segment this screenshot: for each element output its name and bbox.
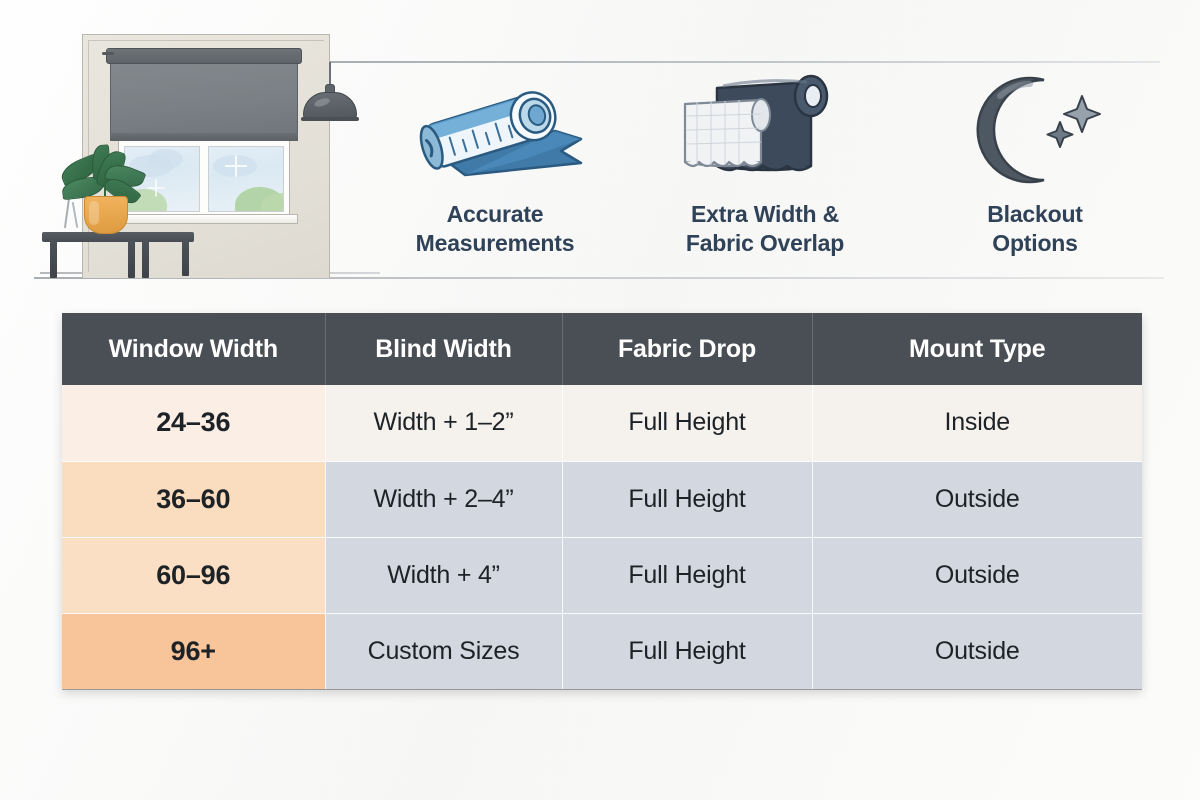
bench-top [42, 232, 194, 242]
feature-label-line2: Measurements [415, 230, 575, 257]
roller-blind-fabric [110, 60, 298, 140]
cell-mount-type: Outside [812, 461, 1142, 538]
foliage-shape [261, 193, 283, 211]
fabric-roll-icon [675, 70, 855, 190]
feature-label-line1: Accurate [446, 201, 544, 227]
cell-mount-type: Outside [812, 537, 1142, 614]
sizing-guide-table: Window Width Blind Width Fabric Drop Mou… [62, 313, 1142, 689]
feature-label: Blackout Options [987, 200, 1083, 259]
feature-label: Accurate Measurements [416, 200, 575, 259]
window-pane-right [208, 146, 284, 212]
cell-fabric-drop: Full Height [562, 537, 813, 614]
table-row: 96+ Custom Sizes Full Height Outside [62, 613, 1142, 689]
glass-sparkle-icon [147, 179, 165, 197]
table-row: 60–96 Width + 4” Full Height Outside [62, 537, 1142, 614]
roller-blind-headrail [106, 48, 302, 64]
column-header-blind-width: Blind Width [325, 313, 563, 385]
column-header-fabric-drop: Fabric Drop [562, 313, 813, 385]
feature-label-line1: Extra Width & [691, 201, 839, 227]
window-sill [110, 214, 298, 224]
plant-pot [84, 196, 128, 234]
cell-mount-type: Inside [812, 385, 1142, 462]
cell-window-width: 36–60 [62, 461, 326, 538]
feature-label-line2: Fabric Overlap [685, 230, 845, 257]
hero-section: Accurate Measurements [0, 0, 1200, 300]
measuring-tape-icon [405, 70, 585, 190]
bench-leg [128, 240, 135, 278]
feature-blackout-options: Blackout Options [910, 70, 1160, 280]
bench-leg [182, 240, 189, 276]
column-header-window-width: Window Width [62, 313, 326, 385]
cell-blind-width: Width + 1–2” [325, 385, 563, 462]
ground-line [34, 277, 1164, 279]
cell-blind-width: Width + 2–4” [325, 461, 563, 538]
pendant-lamp-cord [329, 62, 331, 86]
cell-fabric-drop: Full Height [562, 613, 813, 689]
bench-leg [50, 240, 57, 278]
plant-stem [104, 176, 106, 200]
cell-mount-type: Outside [812, 613, 1142, 689]
crescent-moon-icon [960, 70, 1110, 190]
cell-fabric-drop: Full Height [562, 385, 813, 462]
feature-extra-width-fabric-overlap: Extra Width & Fabric Overlap [640, 70, 890, 280]
feature-list: Accurate Measurements [370, 70, 1160, 280]
cell-window-width: 60–96 [62, 537, 326, 614]
feature-label: Extra Width & Fabric Overlap [686, 200, 844, 259]
table-row: 36–60 Width + 2–4” Full Height Outside [62, 461, 1142, 538]
pendant-lamp-rim [301, 117, 359, 121]
table: Window Width Blind Width Fabric Drop Mou… [62, 313, 1142, 689]
cell-window-width: 96+ [62, 613, 326, 689]
bench-leg [142, 240, 149, 278]
feature-label-line2: Options [992, 230, 1078, 257]
roller-blind-hem [110, 133, 298, 141]
cell-fabric-drop: Full Height [562, 461, 813, 538]
cloud-shape [149, 149, 183, 169]
table-body: 24–36 Width + 1–2” Full Height Inside 36… [62, 385, 1142, 689]
feature-label-line1: Blackout [987, 201, 1083, 227]
table-header-row: Window Width Blind Width Fabric Drop Mou… [62, 313, 1142, 385]
cell-blind-width: Width + 4” [325, 537, 563, 614]
decor-twig [71, 202, 78, 228]
roller-blind-pull [102, 52, 114, 55]
column-header-mount-type: Mount Type [812, 313, 1142, 385]
decor-twig [63, 198, 70, 228]
table-row: 24–36 Width + 1–2” Full Height Inside [62, 385, 1142, 462]
pendant-lamp-shade [303, 92, 357, 120]
wall-horizon-line [330, 61, 1160, 63]
cell-blind-width: Custom Sizes [325, 613, 563, 689]
glass-sparkle-icon [225, 155, 247, 177]
cell-window-width: 24–36 [62, 385, 326, 462]
feature-accurate-measurements: Accurate Measurements [370, 70, 620, 280]
